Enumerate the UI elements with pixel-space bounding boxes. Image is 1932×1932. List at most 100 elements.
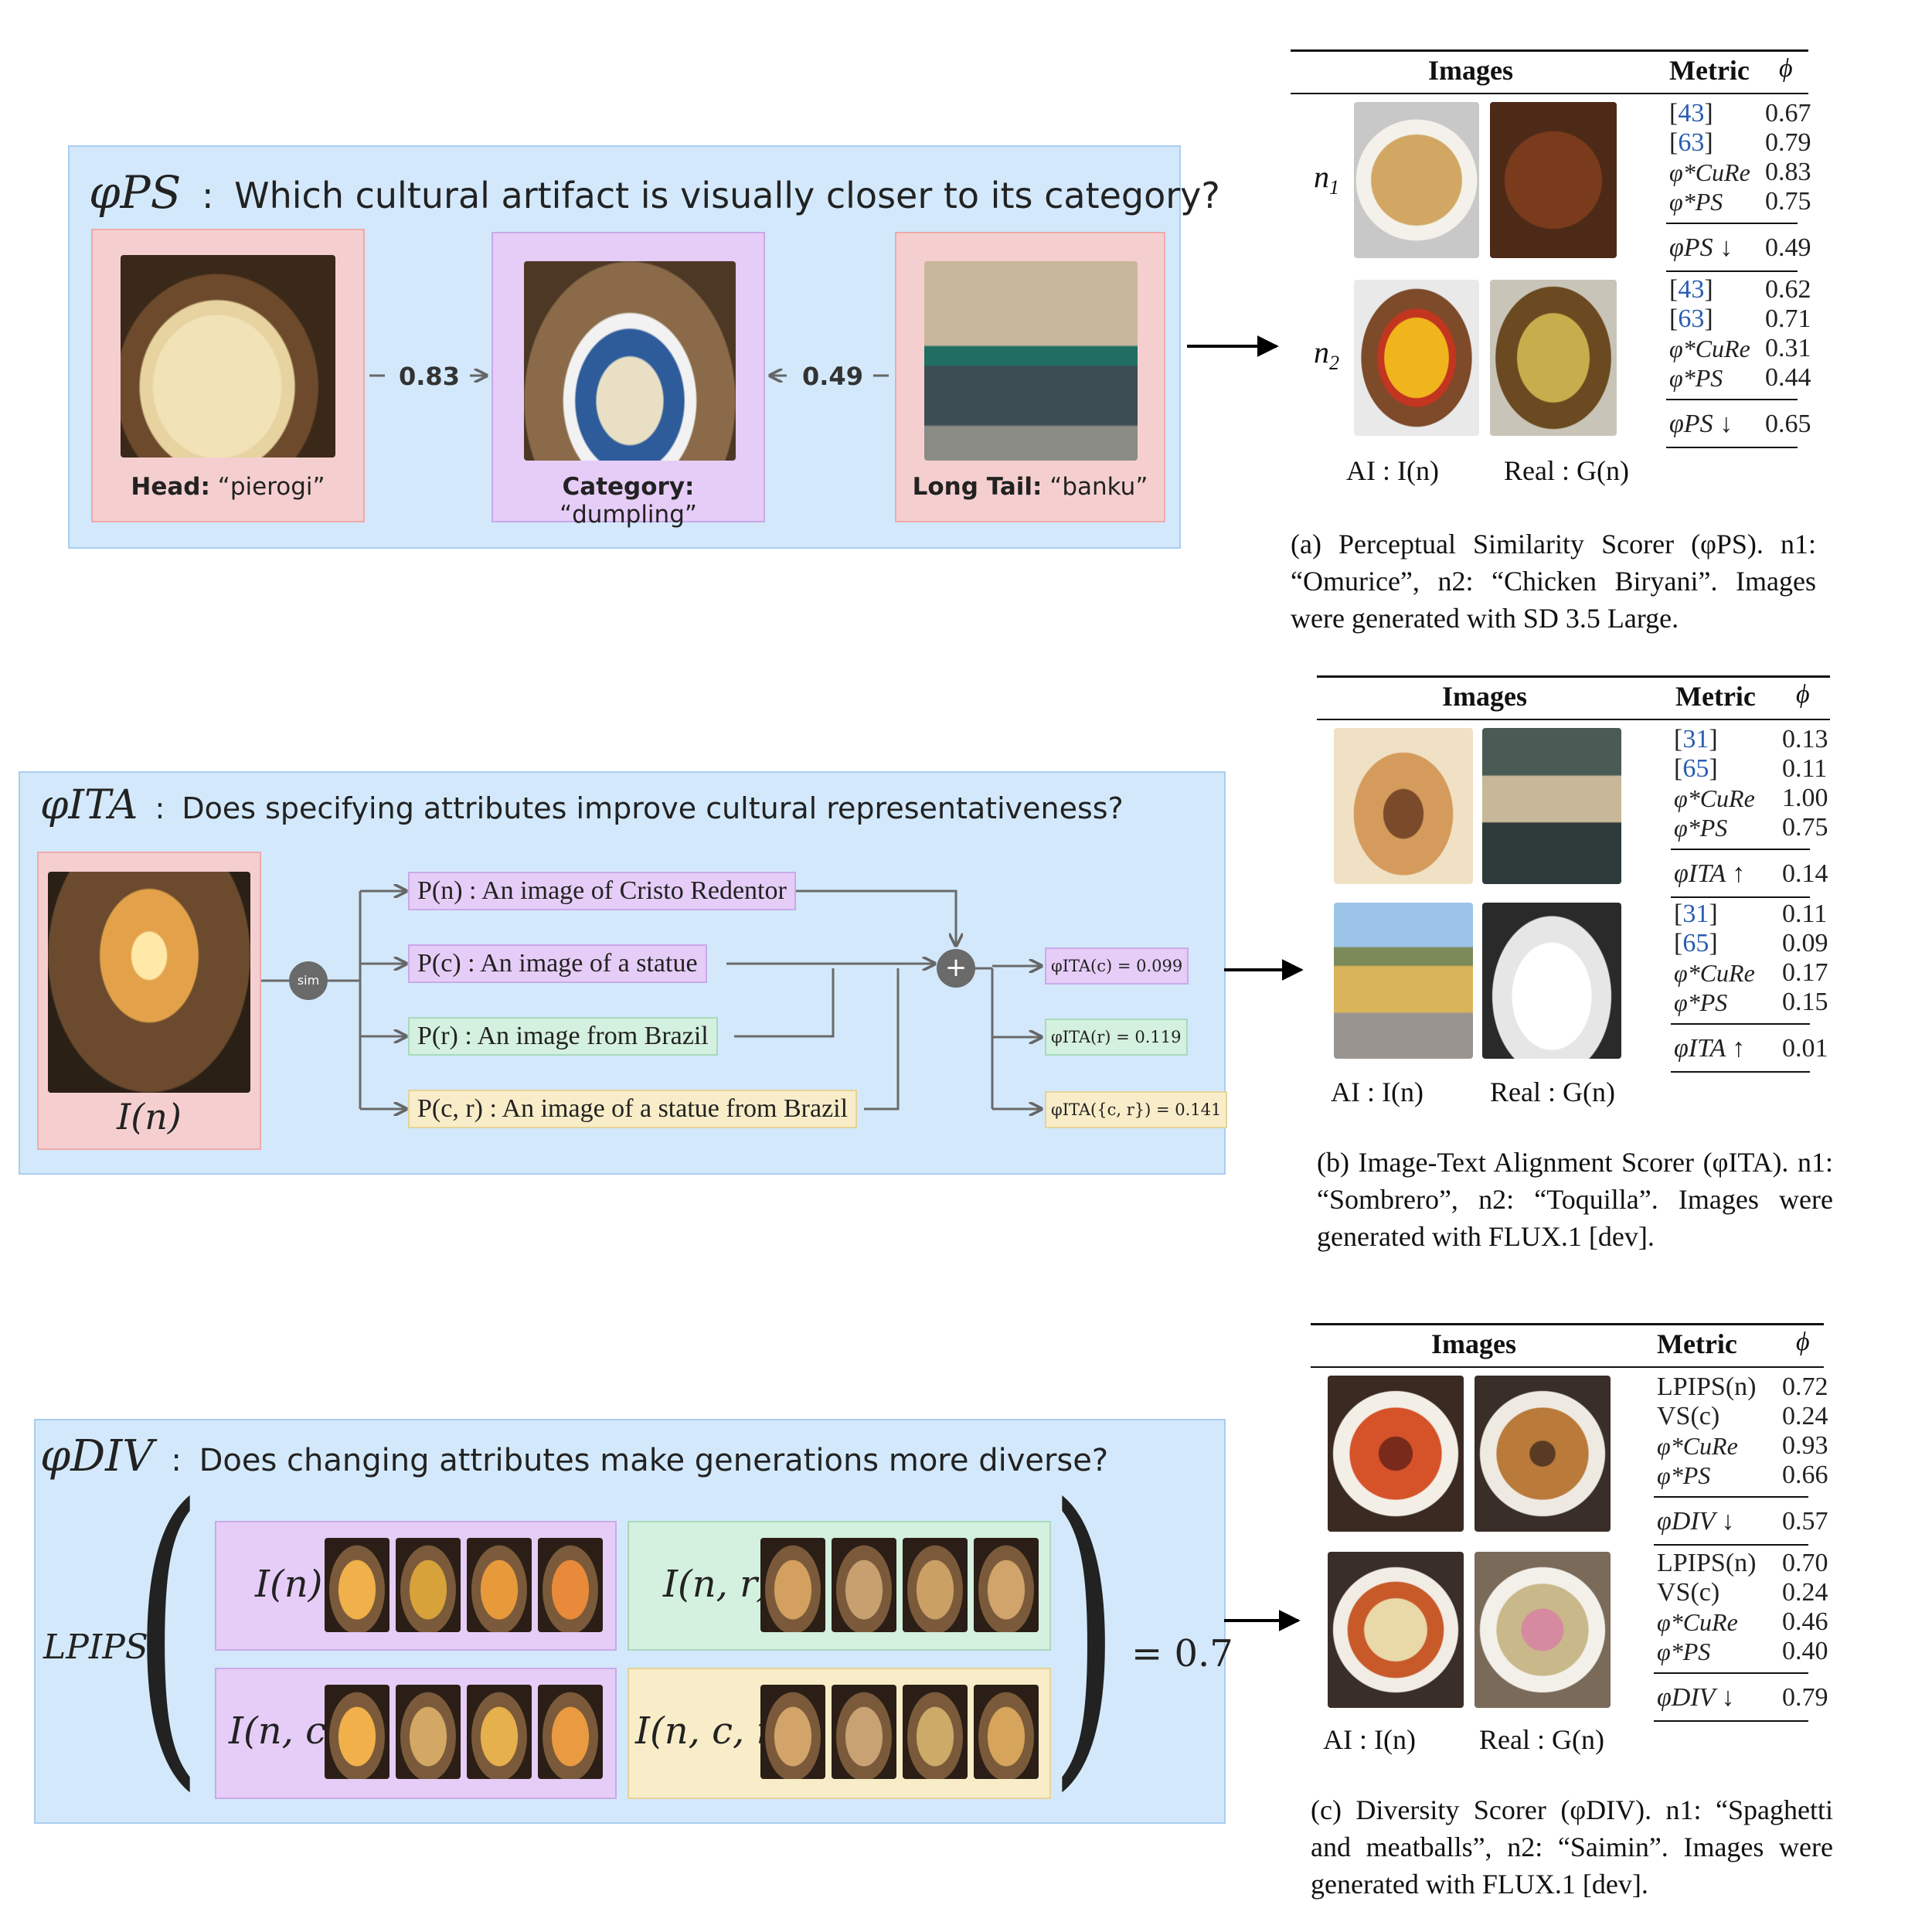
spaghetti-ai-image [1328, 1376, 1464, 1532]
prompt-name: P(n) : An image of Cristo Redentor [408, 872, 796, 910]
ita-n2-value-3: 0.15 [1782, 988, 1828, 1016]
div-n1-metric-2: φ*CuRe [1657, 1432, 1738, 1460]
cristo-redentor-image [48, 872, 250, 1093]
prompt-region: P(r) : An image from Brazil [408, 1017, 718, 1056]
div-n1-final-value: 0.57 [1782, 1507, 1828, 1536]
ps-symbol: φPS [89, 166, 182, 219]
ps-n1-value-0: 0.67 [1765, 99, 1811, 128]
ita-n2-value-1: 0.09 [1782, 929, 1828, 957]
div-n1-value-3: 0.66 [1782, 1461, 1828, 1489]
ita-n2-metric-1: [65] [1674, 929, 1718, 957]
pierogi-image [121, 255, 335, 457]
div-n2-value-1: 0.24 [1782, 1578, 1828, 1607]
lpips-n-c-r-image-4 [974, 1685, 1039, 1779]
div-question: Does changing attributes make generation… [199, 1443, 1109, 1478]
ps-n2-value-3: 0.44 [1765, 363, 1811, 392]
result-concept-region: φITA({c, r}) = 0.141 [1045, 1091, 1228, 1128]
ita-n1-metric-1: [65] [1674, 754, 1718, 783]
result-region: φITA(r) = 0.119 [1045, 1019, 1188, 1056]
div-result: = 0.7 [1131, 1632, 1233, 1675]
plus-node: + [937, 949, 975, 988]
prompt-concept-region: P(c, r) : An image of a statue from Braz… [408, 1090, 858, 1128]
lpips-n-r-image-2 [832, 1538, 896, 1632]
ps-n2-final-metric: φPS ↓ [1669, 410, 1733, 438]
div-n2-final-value: 0.79 [1782, 1683, 1828, 1712]
ita-n2-metric-2: φ*CuRe [1674, 959, 1755, 987]
ps-real-label: Real : G(n) [1504, 455, 1629, 486]
ita-caption: (b) Image-Text Alignment Scorer (φITA). … [1317, 1147, 1833, 1252]
ps-row-n1: n1 [1314, 159, 1339, 199]
ps-n2-final-value: 0.65 [1765, 410, 1811, 438]
ps-n1-value-2: 0.83 [1765, 158, 1811, 186]
ita-n1-metric-2: φ*CuRe [1674, 784, 1755, 812]
lpips-n-r-image-1 [760, 1538, 825, 1632]
lpips-n-c-r-image-1 [760, 1685, 825, 1779]
banku-shop-image [924, 261, 1138, 461]
ita-n2-metric-0: [31] [1674, 900, 1718, 928]
ita-n2-value-0: 0.11 [1782, 900, 1828, 928]
dumpling-image [524, 261, 736, 461]
lpips-n-c-image-3 [467, 1685, 532, 1779]
div-n2-final-metric: φDIV ↓ [1657, 1683, 1735, 1712]
left-paren: ( [133, 1441, 203, 1819]
ita-col-images: Images [1442, 681, 1527, 712]
toquilla-ai-image [1334, 903, 1473, 1059]
ita-n2-final-value: 0.01 [1782, 1034, 1828, 1063]
div-symbol: φDIV [40, 1431, 154, 1481]
spaghetti-real-image [1475, 1376, 1611, 1532]
ps-n1-metric-2: φ*CuRe [1669, 158, 1750, 186]
ita-image-label: I(n) [117, 1096, 182, 1138]
ita-n1-value-2: 1.00 [1782, 784, 1828, 812]
ps-n2-value-0: 0.62 [1765, 275, 1811, 304]
ps-n1-final-value: 0.49 [1765, 233, 1811, 262]
ita-n2-metric-3: φ*PS [1674, 988, 1728, 1016]
ps-head-label: Head: “pierogi” [131, 473, 325, 501]
lpips-n-image-4 [538, 1538, 603, 1632]
ps-col-images: Images [1428, 55, 1513, 86]
ita-n1-metric-0: [31] [1674, 725, 1718, 753]
ps-n1-value-1: 0.79 [1765, 128, 1811, 157]
ita-col-phi: ϕ [1796, 680, 1810, 709]
div-ai-label: AI : I(n) [1323, 1724, 1416, 1755]
ita-symbol: φITA [40, 782, 138, 828]
div-n1-metric-0: LPIPS(n) [1657, 1372, 1757, 1401]
ps-n2-metric-2: φ*CuRe [1669, 335, 1750, 362]
div-n2-value-3: 0.40 [1782, 1637, 1828, 1665]
ps-category-label: Category: “dumpling” [560, 473, 697, 529]
ps-ai-label: AI : I(n) [1346, 455, 1439, 486]
ita-col-metric: Metric [1675, 681, 1756, 712]
saimin-ai-image [1328, 1552, 1464, 1708]
omurice-ai-image [1354, 102, 1479, 258]
div-heading: φDIV : Does changing attributes make gen… [40, 1431, 1109, 1481]
div-n1-final-metric: φDIV ↓ [1657, 1507, 1735, 1536]
lpips-n-c-r-image-3 [903, 1685, 968, 1779]
ps-col-metric: Metric [1669, 55, 1750, 86]
div-n2-metric-2: φ*CuRe [1657, 1608, 1738, 1636]
ita-n2-final-metric: φITA ↑ [1674, 1034, 1746, 1063]
ps-caption: (a) Perceptual Similarity Scorer (φPS). … [1291, 529, 1816, 634]
ps-row-n2: n2 [1314, 335, 1339, 374]
ps-n2-metric-3: φ*PS [1669, 364, 1723, 392]
ps-n1-metric-1: [63] [1669, 128, 1713, 157]
lpips-n-image-2 [396, 1538, 461, 1632]
lpips-n-c-image-4 [538, 1685, 603, 1779]
div-n2-value-2: 0.46 [1782, 1607, 1828, 1636]
group-n-label: I(n) [255, 1563, 323, 1606]
ita-real-label: Real : G(n) [1490, 1077, 1615, 1107]
ita-n2-value-2: 0.17 [1782, 958, 1828, 987]
ita-ai-label: AI : I(n) [1331, 1077, 1423, 1107]
div-n2-metric-0: LPIPS(n) [1657, 1549, 1757, 1577]
prompt-concept: P(c) : An image of a statue [408, 944, 707, 983]
ita-n1-final-value: 0.14 [1782, 859, 1828, 888]
div-n2-metric-1: VS(c) [1657, 1578, 1720, 1607]
div-n1-value-0: 0.72 [1782, 1372, 1828, 1401]
ps-question: Which cultural artifact is visually clos… [234, 175, 1220, 216]
lpips-n-c-image-2 [396, 1685, 461, 1779]
right-paren: ) [1049, 1441, 1120, 1819]
div-n1-metric-1: VS(c) [1657, 1402, 1720, 1430]
ps-n2-metric-0: [43] [1669, 275, 1713, 304]
lpips-n-c-image-1 [325, 1685, 389, 1779]
group-n-c-label: I(n, c) [229, 1709, 341, 1753]
ita-question: Does specifying attributes improve cultu… [182, 791, 1124, 825]
